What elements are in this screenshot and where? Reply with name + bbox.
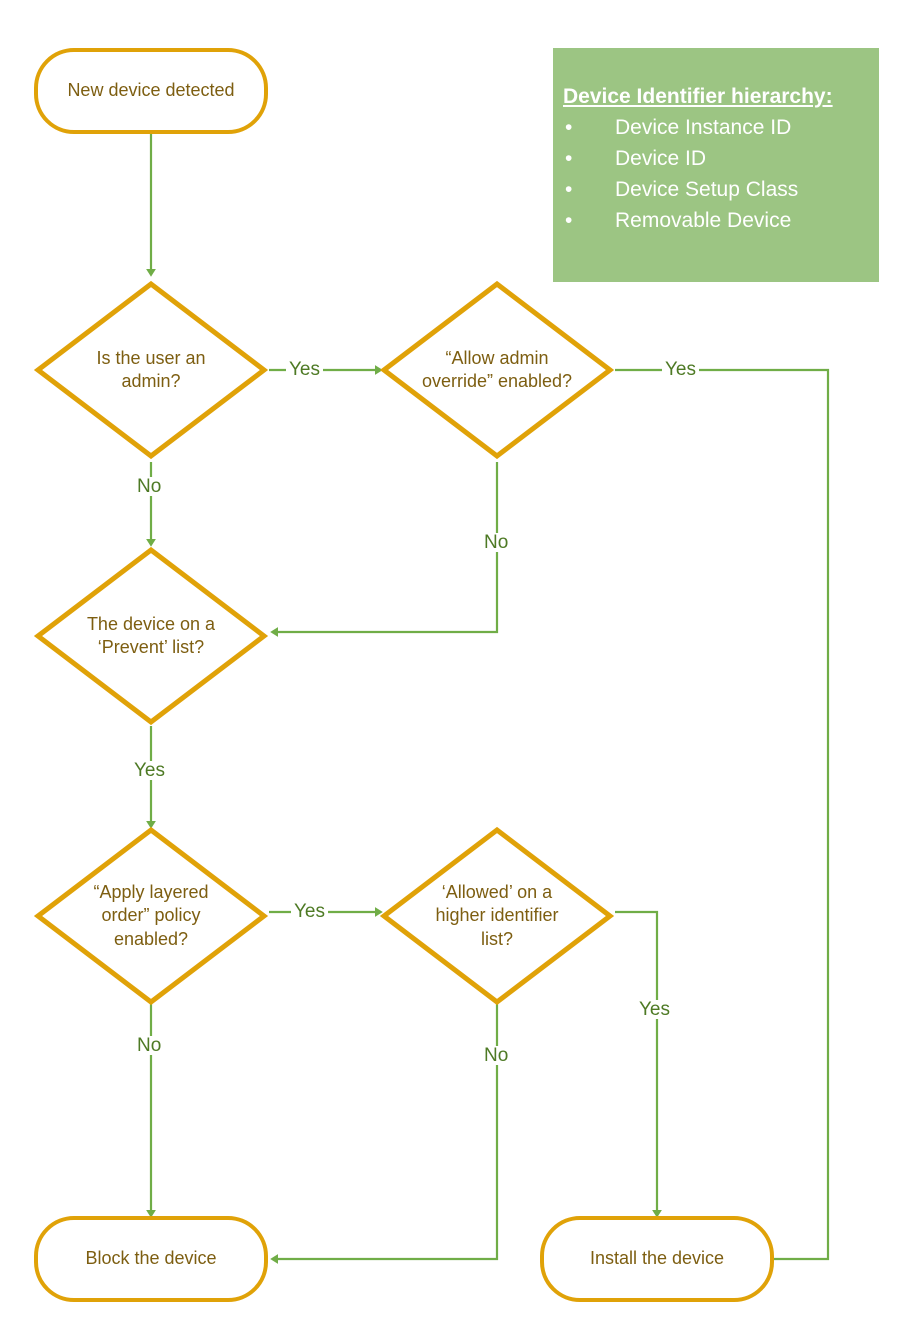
edge-label-layered-yes: Yes [291,902,328,921]
node-label: Block the device [85,1248,217,1269]
edge-allowed-yes-to-install [615,910,662,1218]
edge-override-yes-to-install [615,368,830,1264]
node-label: Install the device [589,1248,725,1269]
diamond-shape [33,280,269,460]
legend-item-label: Device Instance ID [615,116,792,139]
node-decision-apply-layered-order[interactable]: “Apply layered order” policy enabled? [33,826,269,1006]
legend-item-label: Removable Device [615,209,792,232]
node-end-block-the-device[interactable]: Block the device [34,1216,268,1302]
node-end-install-the-device[interactable]: Install the device [540,1216,774,1302]
node-decision-allowed-on-higher-identifier-list[interactable]: ‘Allowed’ on a higher identifier list? [379,826,615,1006]
legend-item-list: • Device Instance ID • Device ID • Devic… [553,112,879,236]
edge-allowed-no-to-block [270,1002,499,1264]
bullet-icon: • [565,209,573,232]
node-label: “Allow admin override” enabled? [421,347,573,391]
node-label: The device on a ‘Prevent’ list? [86,613,216,657]
diamond-shape [379,280,615,460]
diamond-shape [379,826,615,1006]
legend-item-label: Device Setup Class [615,178,799,201]
legend-item: • Removable Device [553,205,879,236]
device-identifier-hierarchy-legend: Device Identifier hierarchy: • Device In… [553,48,879,282]
edge-label-allowed-yes: Yes [636,1000,673,1019]
node-label: “Apply layered order” policy enabled? [93,882,209,949]
node-label: New device detected [67,80,235,101]
node-label: Is the user an admin? [96,347,206,391]
node-decision-device-on-prevent-list[interactable]: The device on a ‘Prevent’ list? [33,546,269,726]
diamond-shape [33,546,269,726]
edge-label-admin-yes: Yes [286,360,323,379]
legend-item: • Device ID [553,143,879,174]
node-decision-is-user-admin[interactable]: Is the user an admin? [33,280,269,460]
node-decision-allow-admin-override[interactable]: “Allow admin override” enabled? [379,280,615,460]
bullet-icon: • [565,178,573,201]
edge-label-prevent-yes: Yes [131,761,168,780]
bullet-icon: • [565,147,573,170]
node-label: ‘Allowed’ on a higher identifier list? [435,882,559,949]
edge-label-override-no: No [481,533,512,552]
legend-item: • Device Setup Class [553,174,879,205]
diamond-shape [33,826,269,1006]
legend-title: Device Identifier hierarchy: [563,85,833,108]
edge-override-no-to-prevent [270,462,499,637]
edge-label-admin-no: No [134,477,165,496]
edge-label-layered-no: No [134,1036,165,1055]
legend-item: • Device Instance ID [553,112,879,143]
bullet-icon: • [565,116,573,139]
edge-label-allowed-no: No [481,1046,512,1065]
legend-item-label: Device ID [615,147,707,170]
edge-label-override-yes: Yes [662,360,699,379]
node-start-new-device-detected[interactable]: New device detected [34,48,268,134]
